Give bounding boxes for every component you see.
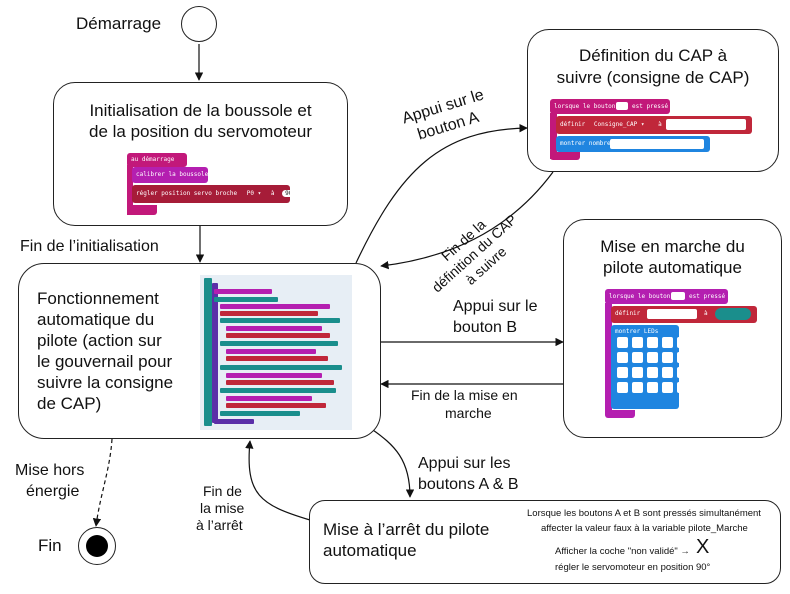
init-event-body: [127, 165, 133, 215]
power-off-label-line2: énergie: [26, 483, 80, 500]
label-pilot-done-line1: Fin de la mise en: [411, 387, 518, 403]
start-node: [181, 6, 217, 42]
state-auto-line3: pilote (action sur: [37, 331, 162, 350]
init-servo-pin: P0 ▾: [246, 190, 262, 197]
arrow-cap-to-auto: [380, 171, 554, 270]
init-calibrate-block: calibrer la boussole: [132, 167, 208, 183]
state-init-title-line2: de la position du servomoteur: [88, 122, 313, 141]
pilot-set-block: définir à: [611, 306, 757, 323]
state-stop: [309, 500, 781, 584]
cap-show-label: montrer nombre: [560, 140, 611, 147]
stop-note-line4: régler le servomoteur en position 90°: [555, 562, 711, 573]
label-buttons-ab-line1: Appui sur les: [418, 455, 511, 472]
stop-note-line2: affecter la valeur faux à la variable pi…: [541, 523, 748, 534]
state-init-title-line1: Initialisation de la boussole et: [89, 101, 312, 120]
init-servo-block: régler position servo broche P0 ▾ à 90: [132, 185, 290, 203]
pilot-button-slot: [671, 292, 685, 300]
state-cap-title-line1: Définition du CAP à: [578, 46, 728, 65]
arrow-stop-to-auto: [245, 440, 311, 521]
label-stop-done-line1: Fin de: [203, 483, 242, 499]
state-pilot-title-line1: Mise en marche du: [600, 237, 745, 256]
auto-program-thumbnail: [200, 275, 352, 430]
arrow-auto-to-cap: [355, 123, 528, 264]
cap-event-body: [550, 113, 557, 159]
state-pilot-title-line2: pilote automatique: [603, 258, 742, 277]
label-pilot-done-line2: marche: [445, 405, 492, 421]
pilot-event-tail: est pressé: [689, 293, 726, 300]
pilot-event-block: lorsque le bouton est pressé: [605, 289, 728, 304]
arrow-auto-to-stop: [369, 427, 415, 498]
cap-show-block: montrer nombre: [556, 136, 710, 152]
state-auto-line6: de CAP): [37, 394, 102, 413]
cap-button-slot: [616, 102, 628, 110]
cap-set-to: à: [658, 121, 662, 128]
stop-note-line3: Afficher la coche "non validé" →: [555, 546, 690, 557]
cap-set-value-slot: [666, 119, 746, 130]
pilot-event-foot: [605, 410, 635, 418]
init-event-foot: [127, 205, 157, 215]
cap-set-label: définir: [560, 121, 586, 128]
pilot-set-to: à: [704, 310, 708, 317]
pilot-event-label: lorsque le bouton: [609, 293, 671, 300]
label-stop-done-line2: la mise: [200, 500, 245, 516]
label-button-b-line2: bouton B: [453, 319, 518, 336]
cap-event-block: lorsque le bouton est pressé: [550, 99, 670, 114]
state-auto-line5: suivre la consigne: [37, 373, 174, 392]
stop-note-cross-mark: X: [696, 536, 710, 558]
state-stop-title-line1: Mise à l’arrêt du pilote: [323, 520, 490, 539]
init-servo-to: à: [270, 190, 275, 197]
end-node: [78, 527, 116, 565]
pilot-show-label: montrer LEDs: [615, 328, 659, 335]
state-cap-title-line2: suivre (consigne de CAP): [556, 68, 750, 87]
label-init-done: Fin de l’initialisation: [20, 238, 159, 255]
init-event-block: au démarrage: [127, 153, 187, 167]
start-label: Démarrage: [76, 14, 162, 33]
arrow-auto-to-end: [92, 438, 113, 527]
stop-note-line1: Lorsque les boutons A et B sont pressés …: [527, 508, 761, 519]
state-stop-title-line2: automatique: [323, 541, 417, 560]
state-auto-line4: le gouvernail pour: [37, 352, 173, 371]
cap-set-var: Consigne_CAP ▾: [593, 121, 645, 128]
label-button-b-line1: Appui sur le: [453, 298, 538, 315]
cap-event-tail: est pressé: [632, 103, 669, 110]
state-auto-line2: automatique du: [37, 310, 155, 329]
pilot-event-body: [605, 303, 612, 413]
label-buttons-ab-line2: boutons A & B: [418, 476, 519, 493]
init-servo-value: 90: [282, 190, 290, 197]
cap-event-foot: [550, 152, 580, 160]
pilot-set-value-slot: [715, 308, 751, 320]
pilot-led-grid: [617, 337, 688, 393]
end-node-core: [86, 535, 108, 557]
label-stop-done-line3: à l’arrêt: [196, 517, 243, 533]
pilot-set-var-slot: [647, 309, 697, 319]
init-servo-label: régler position servo broche: [136, 190, 238, 197]
end-label: Fin: [38, 536, 62, 555]
cap-show-slot: [610, 139, 704, 149]
cap-event-label: lorsque le bouton: [554, 103, 616, 110]
pilot-set-label: définir: [615, 310, 641, 317]
cap-set-block: définir Consigne_CAP ▾ à: [556, 116, 752, 134]
power-off-label-line1: Mise hors: [15, 462, 85, 479]
state-auto-line1: Fonctionnement: [37, 289, 159, 308]
